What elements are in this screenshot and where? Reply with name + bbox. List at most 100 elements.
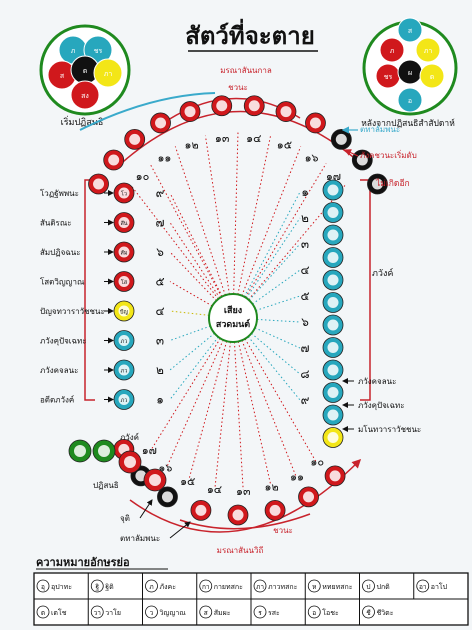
bottom-left-bead-core-1 bbox=[98, 445, 110, 457]
right-cluster-circle-0 bbox=[397, 17, 423, 43]
left-bracket bbox=[84, 179, 95, 401]
center-circle bbox=[208, 293, 258, 343]
top-number-2: ๑๒ bbox=[185, 139, 199, 152]
legend-text-0-0: อุปาทะ bbox=[51, 583, 72, 591]
spoke-7 bbox=[232, 163, 327, 319]
right-column-bead-10-core bbox=[327, 409, 339, 421]
legend-abbr-circle-0-5 bbox=[307, 579, 321, 593]
right-upper-bracket bbox=[360, 179, 371, 401]
left-column-label-2: สัมปฏิจฉนะ bbox=[40, 248, 81, 257]
top-bead-0-core bbox=[93, 178, 105, 190]
left-column-bead-1: สัน bbox=[113, 212, 135, 233]
left-column-bead-4: ปัญ bbox=[113, 300, 135, 322]
tadalambana-arrow bbox=[169, 521, 191, 539]
legend-text-0-5: หทยทสกะ bbox=[322, 583, 352, 591]
left-column-bead-1-label: สัน bbox=[120, 220, 127, 227]
right-cluster-circle-5 bbox=[419, 63, 445, 89]
legend-abbr-circle-1-0 bbox=[36, 605, 50, 619]
left-column-number-0: ๙ bbox=[156, 186, 165, 200]
top-number-4: ๑๔ bbox=[246, 132, 261, 145]
top-number-5: ๑๕ bbox=[277, 139, 292, 152]
spoke-15 bbox=[169, 317, 234, 371]
right-label-arrow-2 bbox=[343, 149, 359, 157]
right-cluster-circle-label-1: ภ bbox=[390, 47, 395, 55]
spoke-28 bbox=[188, 317, 234, 481]
legend-title: ความหมายอักษรย่อ bbox=[36, 556, 130, 569]
right-column-bead-5-core bbox=[327, 297, 339, 308]
left-column-bead-3-core bbox=[118, 276, 130, 287]
top-bead-4-core bbox=[184, 106, 196, 118]
bottom-bead-7-core bbox=[329, 470, 341, 482]
top-number-6: ๑๖ bbox=[305, 152, 319, 165]
bottom-bead-3 bbox=[190, 499, 212, 521]
right-column-bead-1-core bbox=[327, 207, 339, 218]
legend-abbr-1-6: ชี bbox=[366, 609, 371, 617]
legend-abbr-0-3: กา bbox=[202, 583, 210, 591]
spoke-3 bbox=[204, 135, 234, 319]
right-column-bead-11-core bbox=[327, 432, 339, 443]
right-column-number-8: ๙ bbox=[301, 393, 310, 407]
top-bead-1 bbox=[103, 149, 125, 171]
legend-abbr-circle-0-6 bbox=[362, 579, 375, 593]
bottom-number-5: ๑๒ bbox=[264, 481, 278, 494]
bottom-bead-5-core bbox=[269, 504, 281, 516]
right-column-number-3: ๔ bbox=[300, 263, 309, 277]
bottom-bead-3-core bbox=[195, 504, 207, 516]
legend-abbr-circle-0-4 bbox=[253, 579, 267, 593]
legend-abbr-1-1: วา bbox=[94, 609, 102, 617]
left-cluster-circle-label-2: ส bbox=[60, 72, 65, 80]
bottom-number-0: ๑๗ bbox=[142, 444, 157, 457]
left-column-number-6: ๒ bbox=[156, 363, 164, 377]
bottom-bead-6 bbox=[298, 486, 319, 508]
spoke-4 bbox=[232, 131, 239, 319]
right-cluster-circle-2 bbox=[415, 37, 441, 63]
legend-abbr-1-2: ว bbox=[150, 609, 154, 617]
right-cluster-label: หลังจากปฏิสนธิสำสัปดาห์ bbox=[361, 118, 455, 129]
legend: ความหมายอักษรย่อ อุอุปาทะฐิฐิติภภังคะกาก… bbox=[33, 556, 469, 626]
top-bead-6-core bbox=[248, 100, 260, 112]
legend-abbr-1-0: ต bbox=[41, 609, 45, 617]
right-label-bhavanga: ภวังค์ bbox=[372, 267, 393, 279]
right-cluster-circle-1 bbox=[379, 37, 405, 63]
right-column-bead-2 bbox=[322, 224, 344, 246]
right-cluster-circle-label-4: ผ bbox=[408, 69, 412, 77]
legend-abbr-circle-0-0 bbox=[36, 579, 50, 593]
right-column-bead-7 bbox=[322, 337, 344, 358]
bottom-bead-5 bbox=[264, 499, 286, 521]
right-cluster-circle-label-3: ชร bbox=[384, 73, 393, 81]
top-bead-6 bbox=[243, 95, 265, 117]
bottom-number-2: ๑๕ bbox=[180, 475, 195, 488]
left-column: โวฏฐัพพนะโว๙สันติรณะสัน๗สัมปฏิจฉนะสัม๖โส… bbox=[40, 182, 165, 410]
left-column-bead-5-label: ภว bbox=[121, 339, 128, 345]
right-label-tadalambana: ตทาลัมพนะ bbox=[360, 125, 400, 134]
left-column-label-7: อตีตภวังค์ bbox=[40, 395, 74, 405]
legend-text-0-2: ภังคะ bbox=[160, 583, 177, 591]
left-column-label-1: สันติรณะ bbox=[40, 219, 72, 228]
legend-abbr-circle-1-4 bbox=[253, 605, 267, 619]
right-column-bead-7-core bbox=[327, 342, 339, 353]
right-column-bead-9-core bbox=[327, 387, 339, 398]
left-column-bead-1-core bbox=[118, 217, 130, 228]
bottom-arc-inner bbox=[179, 513, 311, 530]
left-column-bead-2-label: สัม bbox=[121, 250, 128, 257]
top-bead-8-core bbox=[309, 117, 321, 129]
top-bead-5-core bbox=[216, 100, 228, 112]
diagram-title: สัตว์ที่จะตาย bbox=[185, 18, 315, 50]
right-column-bead-11 bbox=[322, 427, 344, 448]
left-cluster-circle-4 bbox=[93, 58, 123, 88]
top-arc-inner-label: ชวนะ bbox=[228, 83, 248, 92]
top-bead-2-core bbox=[129, 133, 141, 145]
right-cluster-circle-label-2: ภา bbox=[424, 47, 433, 55]
legend-abbr-circle-0-3 bbox=[199, 579, 213, 593]
right-cluster-circle-label-0: ส bbox=[408, 27, 413, 35]
bottom-left-cluster bbox=[68, 439, 167, 492]
right-column-number-2: ๓ bbox=[301, 237, 309, 251]
top-bead-1-core bbox=[108, 154, 120, 166]
bottom-number-6: ๑๑ bbox=[290, 471, 304, 484]
legend-text-1-0: เตโช bbox=[51, 608, 67, 617]
legend-abbr-0-4: ภา bbox=[256, 583, 264, 591]
left-column-label-6: ภวังคจลนะ bbox=[40, 366, 78, 375]
bottom-left-cuti-label: จุติ bbox=[120, 514, 130, 523]
top-bead-5 bbox=[211, 95, 233, 117]
